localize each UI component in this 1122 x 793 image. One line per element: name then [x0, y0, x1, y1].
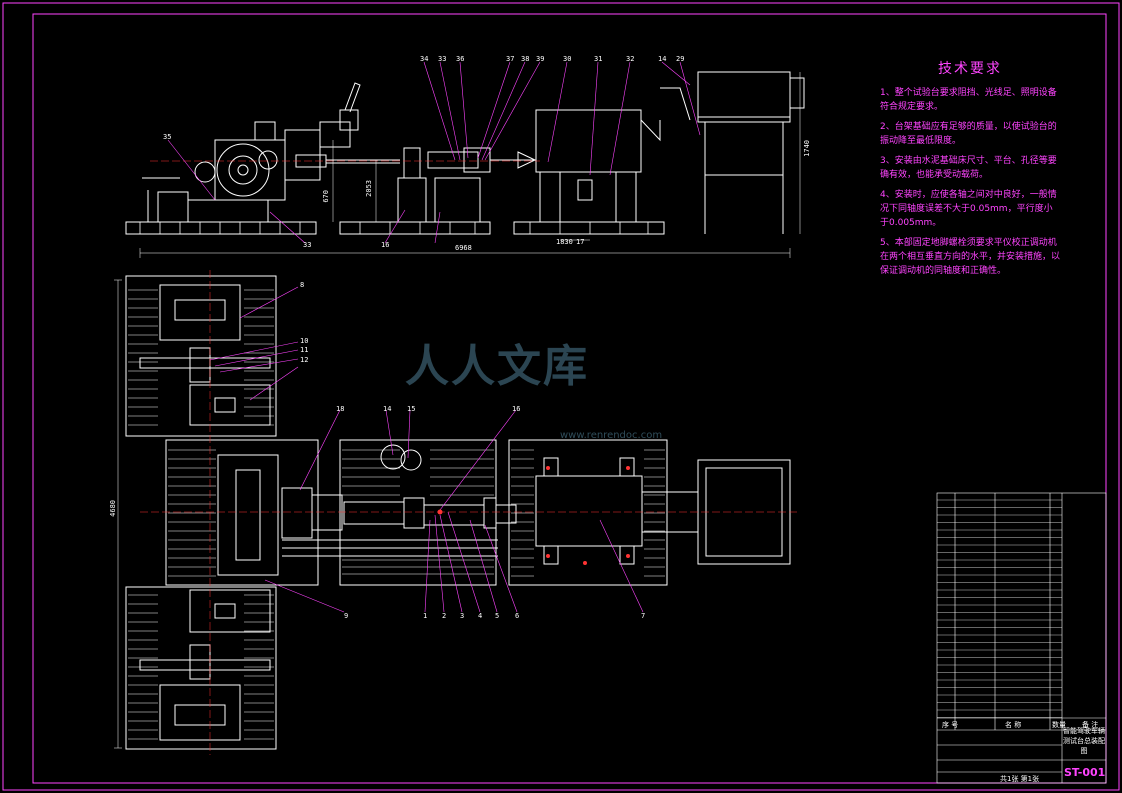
elevation-leaders	[167, 61, 701, 244]
balloon-top-5: 38	[521, 55, 530, 63]
balloon-plan-11: 3	[460, 612, 465, 620]
elevation-view	[125, 71, 805, 235]
dim-plan-height: 4680	[109, 500, 117, 517]
watermark-url: www.renrendoc.com	[560, 430, 663, 441]
tech-requirement-2: 2、台架基础应有足够的质量，以使试验台的振动降至最低限度。	[880, 122, 1057, 146]
tb-drawing-code: ST-001	[1064, 766, 1106, 779]
balloon-plan-8: 16	[512, 405, 521, 413]
tb-header-name: 名 称	[1005, 721, 1022, 729]
balloon-plan-14: 6	[515, 612, 520, 620]
dim-spacing-b: 17	[576, 238, 585, 246]
elevation-dimensions	[139, 72, 801, 258]
tech-requirement-4: 4、安装时，应使各轴之间对中良好，一般情况下同轴度误差不大于0.05mm，平行度…	[880, 190, 1057, 228]
balloon-top-2: 33	[438, 55, 447, 63]
tb-drawing-name: 智能驾驶车辆测试台总装配图	[1063, 727, 1105, 755]
dim-total-length: 6968	[455, 244, 472, 252]
balloon-plan-16: 9	[344, 612, 349, 620]
tech-requirements-list: 1、整个试验台要求阻挡、光线足、照明设备符合规定要求。 2、台架基础应有足够的质…	[880, 86, 1060, 284]
balloon-top-10: 14	[658, 55, 667, 63]
balloon-top-12: 35	[163, 133, 172, 141]
balloon-plan-15: 7	[641, 612, 646, 620]
balloon-top-9: 32	[626, 55, 635, 63]
tb-header-note: 备 注	[1082, 721, 1099, 729]
tech-requirement-3: 3、安装由水泥基础床尺寸、平台、孔径等要确有效，也能承受动载荷。	[880, 156, 1057, 180]
tech-requirements-title: 技术要求	[938, 61, 1002, 77]
balloon-plan-12: 4	[478, 612, 483, 620]
balloon-plan-6: 14	[383, 405, 392, 413]
balloon-plan-10: 2	[442, 612, 447, 620]
balloon-plan-13: 5	[495, 612, 500, 620]
balloon-plan-1: 8	[300, 281, 305, 289]
inner-frame	[32, 13, 1107, 784]
balloon-plan-9: 1	[423, 612, 428, 620]
dim-height-right: 1740	[803, 140, 811, 157]
tb-sheet-count: 共1张 第1张	[1000, 775, 1040, 783]
bolt-markers	[437, 466, 630, 565]
balloon-plan-7: 15	[407, 405, 416, 413]
title-block	[936, 492, 1107, 784]
balloon-top-1: 34	[420, 55, 429, 63]
title-block-rows	[937, 499, 1062, 718]
balloon-plan-5: 18	[336, 405, 345, 413]
balloon-top-11: 29	[676, 55, 685, 63]
plan-slats	[128, 289, 665, 740]
tech-requirement-1: 1、整个试验台要求阻挡、光线足、照明设备符合规定要求。	[880, 88, 1057, 112]
watermark-text: 人人文库	[405, 341, 589, 392]
plan-leaders	[209, 286, 644, 613]
plan-view	[125, 275, 791, 750]
balloon-plan-2: 10	[300, 337, 309, 345]
balloon-top-13: 33	[303, 241, 312, 249]
balloon-top-14: 16	[381, 241, 390, 249]
balloon-plan-4: 12	[300, 356, 309, 364]
tech-requirement-5: 5、本部固定地脚螺栓须要求平仪校正调动机在两个相互垂直方向的水平，并安装措施，以…	[880, 238, 1061, 276]
balloon-top-3: 36	[456, 55, 465, 63]
dim-spacing-a: 1830	[556, 238, 573, 246]
balloon-plan-3: 11	[300, 346, 309, 354]
balloon-top-6: 39	[536, 55, 545, 63]
dim-height-mid: 2053	[365, 180, 373, 197]
balloon-top-8: 31	[594, 55, 603, 63]
balloon-top-4: 37	[506, 55, 515, 63]
tb-header-qty: 数量	[1052, 721, 1066, 729]
dim-height-left: 670	[322, 190, 330, 203]
tb-header-seq: 序 号	[942, 721, 959, 729]
plan-dimensions	[114, 279, 122, 749]
balloon-top-7: 30	[563, 55, 572, 63]
